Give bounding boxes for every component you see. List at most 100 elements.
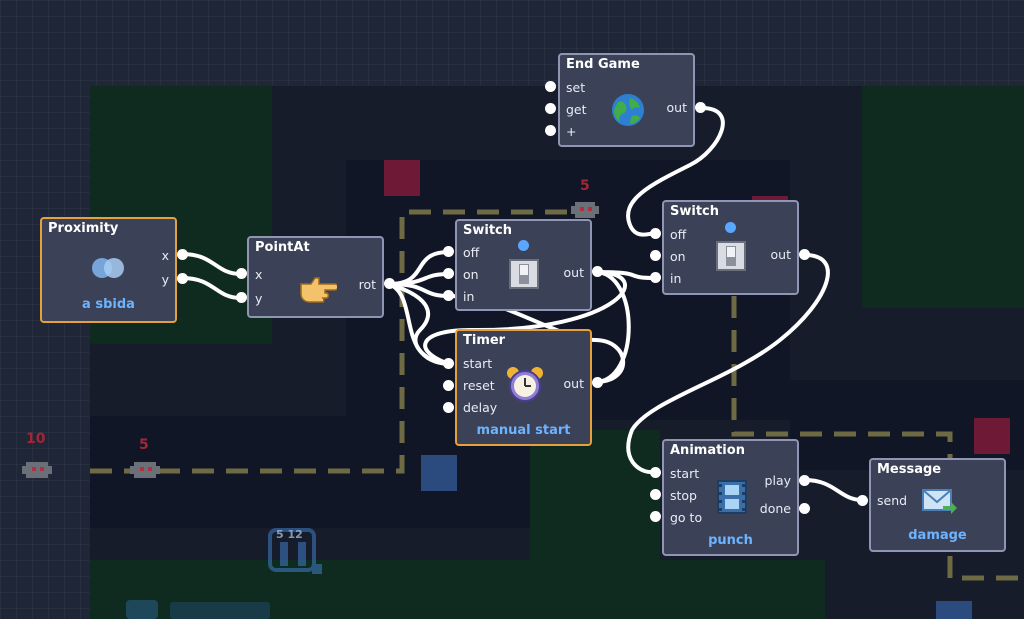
output-pin[interactable] (592, 377, 603, 388)
node-title: Switch (463, 223, 513, 238)
input-port-label: stop (670, 488, 697, 503)
input-pin[interactable] (650, 250, 661, 261)
alarm-clock-icon (507, 367, 543, 402)
blue-block-1 (421, 455, 457, 491)
animation-node[interactable]: Animation start stop go to play done pun… (662, 439, 799, 556)
input-pin[interactable] (650, 511, 661, 522)
output-pin[interactable] (799, 475, 810, 486)
input-pin[interactable] (443, 358, 454, 369)
node-value: damage (908, 528, 967, 543)
timer-node[interactable]: Timer start reset delay out manual start (455, 329, 592, 446)
hidden-label-icon (126, 600, 270, 619)
input-port-label: reset (463, 378, 495, 393)
input-port-label: start (670, 466, 700, 481)
envelope-icon (922, 489, 957, 514)
output-port-label: y (161, 272, 169, 287)
input-pin[interactable] (650, 489, 661, 500)
input-port-label: start (463, 356, 493, 371)
output-port-label: out (770, 247, 791, 262)
proximity-node[interactable]: Proximity x y a sbida (40, 217, 177, 323)
input-pin[interactable] (545, 125, 556, 136)
switch-node[interactable]: Switch off on in out (455, 219, 592, 311)
input-pin[interactable] (545, 81, 556, 92)
node-title: Proximity (48, 221, 119, 236)
output-pin[interactable] (177, 249, 188, 260)
node-title: Switch (670, 204, 720, 219)
message-node[interactable]: Message send damage (869, 458, 1006, 552)
input-port-label: in (670, 271, 682, 286)
output-pin[interactable] (384, 278, 395, 289)
globe-icon (612, 94, 644, 126)
input-port-label: set (566, 80, 586, 95)
input-pin[interactable] (443, 246, 454, 257)
output-port-label: out (563, 376, 584, 391)
input-port-label: x (255, 267, 263, 282)
enemy-damage-label: 5 (139, 437, 149, 453)
output-port-label: out (666, 100, 687, 115)
toggle-switch-icon (509, 259, 539, 289)
input-pin[interactable] (857, 495, 868, 506)
film-strip-icon (717, 480, 747, 514)
input-port-label: y (255, 291, 263, 306)
green-room-right (862, 86, 1024, 308)
output-pin[interactable] (592, 266, 603, 277)
output-port-label: done (759, 501, 791, 516)
proximity-icon (92, 258, 124, 278)
fighter-sprite-icon[interactable] (266, 526, 326, 576)
enemy-sprite-icon[interactable] (570, 196, 600, 224)
input-pin[interactable] (236, 268, 247, 279)
enemy-sprite-icon[interactable] (128, 452, 162, 488)
node-value: punch (708, 533, 753, 548)
switch-node[interactable]: Switch off on in out (662, 200, 799, 295)
green-floor-bottom (90, 560, 825, 619)
input-pin[interactable] (650, 272, 661, 283)
output-port-label: out (563, 265, 584, 280)
input-pin[interactable] (443, 290, 454, 301)
enemy-damage-label: 5 (580, 178, 590, 194)
input-port-label: go to (670, 510, 703, 525)
output-pin[interactable] (695, 102, 706, 113)
output-pin[interactable] (799, 249, 810, 260)
input-pin[interactable] (650, 467, 661, 478)
enemy-sprite-icon[interactable] (20, 452, 54, 488)
output-port-label: rot (358, 277, 376, 292)
end-game-node[interactable]: End Game set get + out (558, 53, 695, 147)
input-port-label: off (670, 227, 687, 242)
node-title: End Game (566, 57, 640, 72)
output-pin[interactable] (799, 503, 810, 514)
node-title: PointAt (255, 240, 310, 255)
output-port-label: x (161, 248, 169, 263)
red-block-1 (384, 160, 420, 196)
input-port-label: on (463, 267, 479, 282)
input-port-label: on (670, 249, 686, 264)
input-port-label: in (463, 289, 475, 304)
toggle-switch-icon (716, 241, 746, 271)
input-pin[interactable] (443, 402, 454, 413)
input-port-label: off (463, 245, 480, 260)
output-pin[interactable] (177, 273, 188, 284)
node-title: Animation (670, 443, 745, 458)
node-title: Timer (463, 333, 506, 348)
input-pin[interactable] (443, 380, 454, 391)
pointing-hand-icon (300, 277, 337, 303)
state-indicator-dot (725, 222, 736, 233)
enemy-damage-label: 10 (26, 431, 46, 447)
input-pin[interactable] (443, 268, 454, 279)
input-pin[interactable] (236, 292, 247, 303)
input-port-label: + (566, 124, 577, 139)
level-counter: 5 12 (276, 528, 303, 541)
node-title: Message (877, 462, 942, 477)
input-pin[interactable] (545, 103, 556, 114)
node-value: manual start (476, 423, 571, 438)
red-block-2 (974, 418, 1010, 454)
state-indicator-dot (518, 240, 529, 251)
input-port-label: send (877, 493, 908, 508)
pointat-node[interactable]: PointAt x y rot (247, 236, 384, 318)
input-pin[interactable] (650, 228, 661, 239)
input-port-label: delay (463, 400, 498, 415)
input-port-label: get (566, 102, 587, 117)
node-value: a sbida (82, 297, 135, 312)
